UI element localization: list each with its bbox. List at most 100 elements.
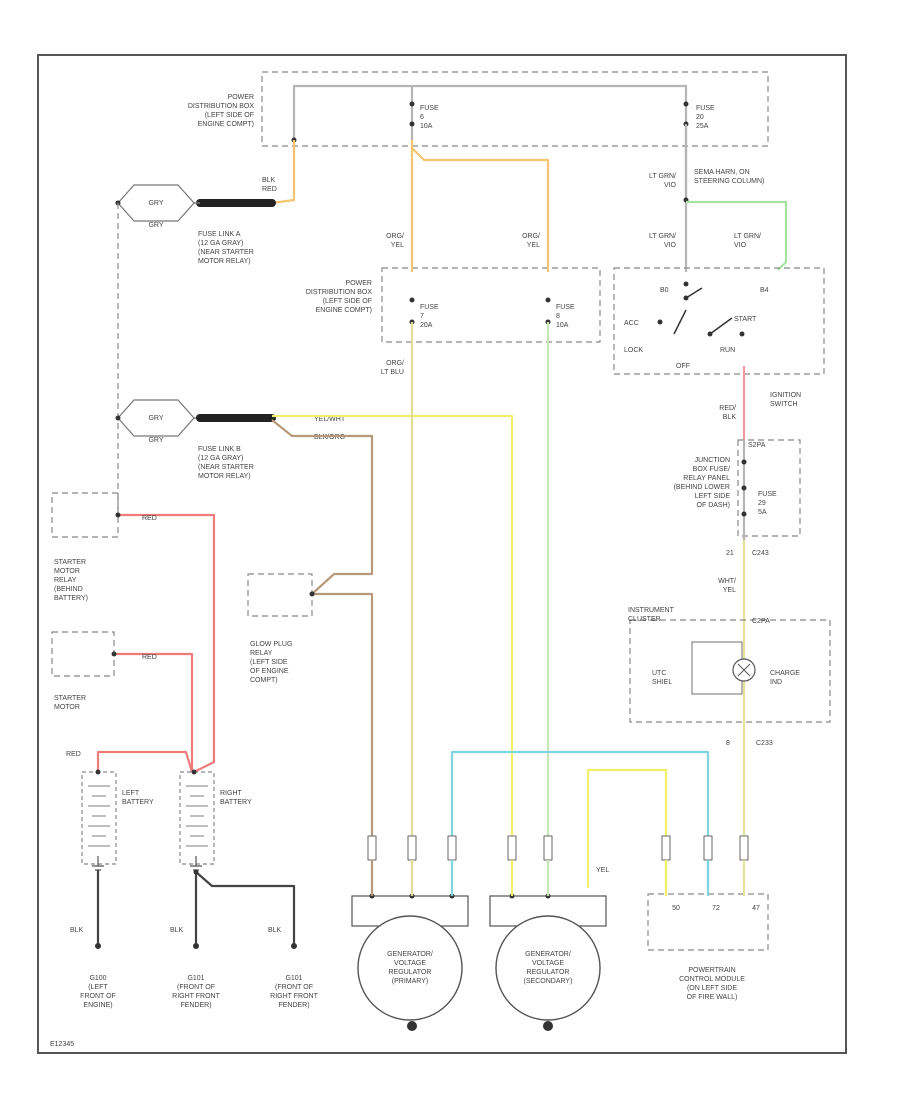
- right-battery-label: RIGHT BATTERY: [220, 790, 252, 806]
- blk-3-label: BLK: [268, 927, 282, 934]
- instrument-left-label: UTC SHIEL: [652, 670, 672, 686]
- svg-text:ENGINE COMPT): ENGINE COMPT): [198, 121, 254, 128]
- svg-text:BATTERY: BATTERY: [220, 799, 252, 806]
- svg-text:REGULATOR: REGULATOR: [527, 969, 570, 976]
- pdb-mid-label: POWER DISTRIBUTION BOX (LEFT SIDE OF ENG…: [306, 280, 372, 314]
- fuse-link-b-wire-b-label: BLK/ORG: [314, 434, 345, 441]
- fuse-link-b-label: FUSE LINK B (12 GA GRAY) (NEAR STARTER M…: [198, 446, 254, 480]
- svg-text:POWERTRAIN: POWERTRAIN: [688, 967, 735, 974]
- svg-text:8: 8: [556, 313, 560, 320]
- svg-text:RIGHT FRONT: RIGHT FRONT: [270, 993, 318, 1000]
- yel-wht-wire: [272, 414, 514, 838]
- org-yel-2-label: ORG/ YEL: [522, 233, 540, 249]
- glow-relay-label: GLOW PLUG RELAY (LEFT SIDE OF ENGINE COM…: [250, 641, 292, 684]
- blk-1-label: BLK: [70, 927, 84, 934]
- ignition-start-terminal: [707, 331, 713, 337]
- svg-text:CHARGE: CHARGE: [770, 670, 800, 677]
- svg-text:(LEFT SIDE: (LEFT SIDE: [250, 659, 288, 666]
- svg-text:(BEHIND: (BEHIND: [54, 586, 83, 593]
- svg-text:VIO: VIO: [664, 182, 677, 189]
- ground-g101b-label: G101 (FRONT OF RIGHT FRONT FENDER): [270, 975, 318, 1009]
- svg-text:RELAY: RELAY: [54, 577, 77, 584]
- blk-ground-right-2: [195, 871, 296, 944]
- svg-text:SHIEL: SHIEL: [652, 679, 672, 686]
- org-yel-wire-fuse8: [411, 147, 550, 272]
- diagram-frame: [37, 54, 847, 1054]
- junction-c1: 21: [726, 550, 734, 557]
- ground-g101-symbol: [193, 943, 199, 949]
- lt-grn-vio-1-label: LT GRN/ VIO: [649, 173, 677, 189]
- org-ltblu-label: ORG/ LT BLU: [381, 360, 404, 376]
- fuse-20-label: FUSE 20 25A: [696, 105, 715, 130]
- ignition-lock: LOCK: [624, 347, 643, 354]
- svg-text:(LEFT SIDE OF: (LEFT SIDE OF: [205, 112, 254, 119]
- footer-code: E12345: [50, 1041, 74, 1048]
- svg-text:YEL: YEL: [527, 242, 540, 249]
- svg-text:RED/: RED/: [719, 405, 736, 412]
- svg-text:YEL: YEL: [391, 242, 404, 249]
- glow-relay-terminal: [309, 591, 315, 597]
- red-3-label: RED: [66, 751, 81, 758]
- ground-g101b-symbol: [291, 943, 297, 949]
- svg-text:BOX FUSE/: BOX FUSE/: [693, 466, 730, 473]
- svg-text:FENDER): FENDER): [180, 1002, 211, 1009]
- blk-2-label: BLK: [170, 927, 184, 934]
- svg-text:FRONT OF: FRONT OF: [80, 993, 116, 1000]
- junction-terminal-3: [741, 511, 747, 517]
- svg-text:GENERATOR/: GENERATOR/: [387, 951, 433, 958]
- fuse-8-terminal-top: [545, 297, 551, 303]
- junction-c1b: C243: [752, 550, 769, 557]
- generator-secondary: [489, 893, 607, 1031]
- ignition-acc-terminal: [657, 319, 663, 325]
- svg-text:ENGINE): ENGINE): [83, 1002, 112, 1009]
- svg-text:(PRIMARY): (PRIMARY): [392, 978, 428, 985]
- svg-text:IND: IND: [770, 679, 782, 686]
- fuse-20-terminal-top: [683, 101, 689, 107]
- svg-text:10A: 10A: [420, 123, 433, 130]
- red-wire-starter-motor: [114, 652, 194, 772]
- svg-text:7: 7: [420, 313, 424, 320]
- svg-text:OF FIRE WALL): OF FIRE WALL): [687, 994, 738, 1001]
- fuse-29-label: FUSE 29 5A: [758, 491, 777, 516]
- ignition-contact-arm-2: [673, 309, 687, 335]
- pcm-pin-1: 50: [672, 905, 680, 912]
- svg-text:VOLTAGE: VOLTAGE: [532, 960, 564, 967]
- org-yel-1-label: ORG/ YEL: [386, 233, 404, 249]
- svg-text:DISTRIBUTION BOX: DISTRIBUTION BOX: [188, 103, 254, 110]
- fuse-link-b-wire-bottom: GRY: [148, 437, 163, 444]
- ignition-off: OFF: [676, 363, 690, 370]
- svg-text:OF DASH): OF DASH): [697, 502, 730, 509]
- svg-text:LT GRN/: LT GRN/: [649, 173, 676, 180]
- svg-text:RIGHT FRONT: RIGHT FRONT: [172, 993, 220, 1000]
- instrument-right-label: CHARGE IND: [770, 670, 800, 686]
- red-2-label: RED: [142, 654, 157, 661]
- svg-text:FUSE: FUSE: [556, 304, 575, 311]
- red-blk-label: RED/ BLK: [719, 405, 736, 421]
- fuse-link-b-wire-top: GRY: [148, 415, 163, 422]
- svg-text:COMPT): COMPT): [250, 677, 278, 684]
- svg-text:10A: 10A: [556, 322, 569, 329]
- svg-text:ENGINE COMPT): ENGINE COMPT): [316, 307, 372, 314]
- fuse-7-terminal-top: [409, 297, 415, 303]
- ignition-switch-box: [613, 267, 825, 375]
- svg-text:(ON LEFT SIDE: (ON LEFT SIDE: [687, 985, 737, 992]
- blk-org-wire: [271, 419, 374, 838]
- fuse-link-a-wire-bottom: GRY: [148, 222, 163, 229]
- connector-stubs: [367, 835, 749, 861]
- svg-text:FUSE: FUSE: [696, 105, 715, 112]
- svg-text:BLK: BLK: [262, 177, 276, 184]
- svg-text:LEFT: LEFT: [122, 790, 140, 797]
- left-battery-label: LEFT BATTERY: [122, 790, 154, 806]
- svg-text:20A: 20A: [420, 322, 433, 329]
- svg-text:(LEFT SIDE OF: (LEFT SIDE OF: [323, 298, 372, 305]
- svg-text:LT BLU: LT BLU: [381, 369, 404, 376]
- svg-text:(NEAR STARTER: (NEAR STARTER: [198, 249, 254, 256]
- ignition-contact-arm-3: [709, 317, 733, 335]
- svg-text:GENERATOR/: GENERATOR/: [525, 951, 571, 958]
- svg-text:STARTER: STARTER: [54, 559, 86, 566]
- lamp-filament-icon: [737, 663, 751, 677]
- svg-text:(12 GA GRAY): (12 GA GRAY): [198, 455, 243, 462]
- instrument-c2b: C233: [756, 740, 773, 747]
- svg-text:BLK: BLK: [723, 414, 737, 421]
- ignition-acc: ACC: [624, 320, 639, 327]
